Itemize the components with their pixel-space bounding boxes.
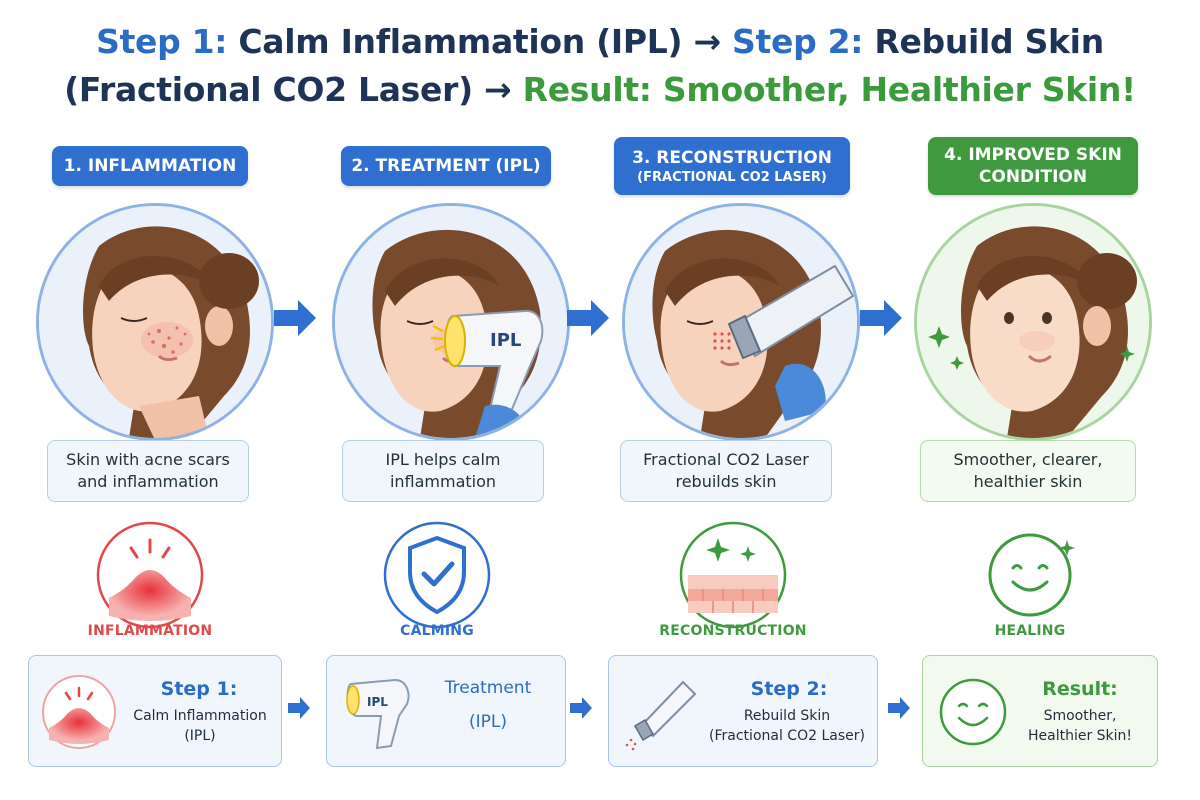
stage-2-badge-label: 2. TREATMENT (IPL): [351, 156, 541, 176]
summary-2-line2: (IPL): [468, 712, 507, 732]
portrait-ipl-treatment: IPL: [332, 203, 570, 441]
stage-1-badge: 1. INFLAMMATION: [52, 146, 248, 186]
stage-2-caption: IPL helps calm inflammation: [342, 440, 544, 502]
stage-4-caption-line2: healthier skin: [973, 472, 1083, 491]
stage-2-caption-line1: IPL helps calm: [385, 450, 501, 469]
stage-4-caption: Smoother, clearer, healthier skin: [920, 440, 1136, 502]
summary-ipl-label: IPL: [367, 695, 388, 709]
summary-3-line1: Rebuild Skin: [743, 708, 831, 724]
stage-1-caption-line1: Skin with acne scars: [66, 450, 230, 469]
summary-inflammation-icon: [42, 675, 116, 749]
stage-3-caption: Fractional CO2 Laser rebuilds skin: [620, 440, 832, 502]
stage-1-badge-label: 1. INFLAMMATION: [63, 156, 237, 176]
stage-4-caption-line1: Smoother, clearer,: [953, 450, 1103, 469]
healing-smiley-icon: [975, 520, 1085, 630]
ipl-device-icon: [444, 309, 544, 438]
portrait-inflammation: [36, 203, 274, 441]
stage-3-badge: 3. RECONSTRUCTION (FRACTIONAL CO2 LASER): [614, 137, 850, 195]
summary-2-line1: Treatment: [444, 678, 532, 698]
summary-4-line1: Smoother,: [1043, 708, 1117, 724]
stage-4-badge-sub: CONDITION: [978, 167, 1088, 187]
portrait-co2-laser: [622, 203, 860, 441]
title-step2: Step 2:: [732, 22, 864, 61]
summary-3-head: Step 2:: [750, 678, 828, 700]
summary-laser-device-icon: [625, 680, 697, 751]
title-calm: Calm Inflammation (IPL) →: [227, 22, 733, 61]
stage-2-badge: 2. TREATMENT (IPL): [341, 146, 551, 186]
summary-1-line1: Calm Inflammation: [133, 708, 267, 724]
stage-2-caption-line2: inflammation: [389, 472, 497, 491]
reconstruction-label: RECONSTRUCTION: [659, 623, 807, 639]
title-result: Result: Smoother, Healthier Skin!: [522, 70, 1137, 109]
summary-step-2: Step 2: Rebuild Skin (Fractional CO2 Lase…: [608, 655, 878, 767]
inflammation-label: INFLAMMATION: [87, 623, 213, 639]
face-inflamed-illustration: [39, 206, 271, 438]
summary-ipl-device-icon: IPL: [346, 678, 410, 750]
summary-1-head: Step 1:: [160, 678, 238, 700]
stage-1-caption-line2: and inflammation: [77, 472, 219, 491]
summary-step-1: Step 1: Calm Inflammation (IPL): [28, 655, 282, 767]
summary-arrow-1: [288, 697, 310, 719]
calming-label: CALMING: [400, 623, 474, 639]
title-laser: (Fractional CO2 Laser) →: [64, 70, 523, 109]
summary-arrow-2: [570, 697, 592, 719]
arrow-2-to-3: [567, 300, 609, 336]
sparkle-icon: [928, 326, 1135, 370]
title-rebuild: Rebuild Skin: [863, 22, 1104, 61]
stage-3-caption-line1: Fractional CO2 Laser: [643, 450, 809, 469]
title-line-2: (Fractional CO2 Laser) → Result: Smoothe…: [0, 70, 1200, 109]
stage-4-badge: 4. IMPROVED SKIN CONDITION: [928, 137, 1138, 195]
summary-arrow-3: [888, 697, 910, 719]
summary-4-line2: Healthier Skin!: [1027, 728, 1133, 744]
summary-smiley-icon: [939, 678, 1007, 746]
summary-treatment: IPL Treatment (IPL): [326, 655, 566, 767]
portrait-improved-skin: [914, 203, 1152, 441]
face-laser-illustration: [625, 206, 857, 438]
calming-shield-icon: [382, 520, 492, 630]
stage-4-badge-label: 4. IMPROVED SKIN: [944, 145, 1122, 165]
face-healthy-illustration: [917, 206, 1149, 438]
stage-3-caption-line2: rebuilds skin: [675, 472, 777, 491]
healing-label: HEALING: [994, 623, 1066, 639]
title-line-1: Step 1: Calm Inflammation (IPL) → Step 2…: [0, 22, 1200, 61]
reconstruction-icon: [678, 520, 788, 630]
ipl-device-label: IPL: [490, 330, 521, 351]
stage-1-caption: Skin with acne scars and inflammation: [47, 440, 249, 502]
title-step1: Step 1:: [96, 22, 228, 61]
arrow-1-to-2: [274, 300, 316, 336]
face-ipl-illustration: IPL: [335, 206, 567, 438]
inflammation-icon: [95, 520, 205, 630]
summary-result: Result: Smoother, Healthier Skin!: [922, 655, 1158, 767]
summary-4-head: Result:: [1042, 678, 1118, 700]
co2-laser-device-icon: [727, 264, 855, 421]
stage-3-badge-label: 3. RECONSTRUCTION: [632, 147, 832, 168]
summary-1-line2: (IPL): [184, 728, 216, 744]
arrow-3-to-4: [860, 300, 902, 336]
summary-3-line2: (Fractional CO2 Laser): [709, 728, 865, 744]
stage-3-badge-sub: (FRACTIONAL CO2 LASER): [637, 169, 827, 185]
